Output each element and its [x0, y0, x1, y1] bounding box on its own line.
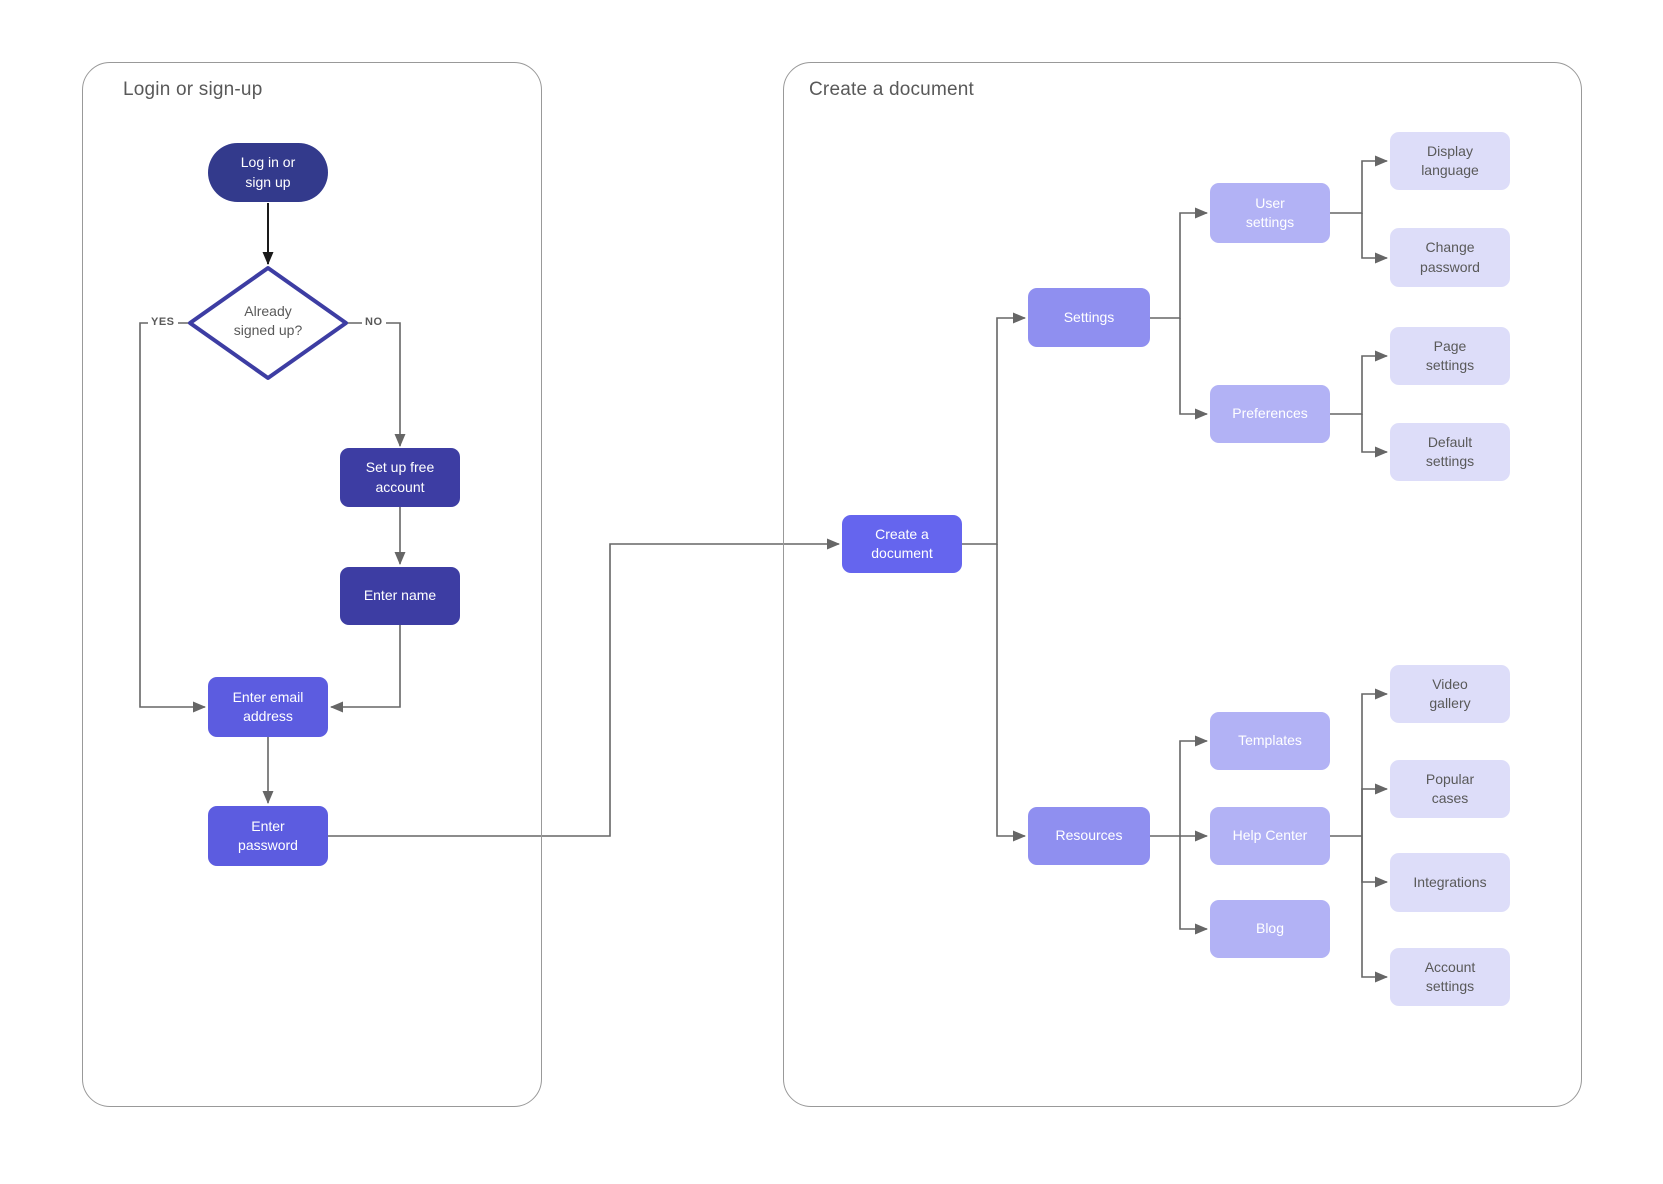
integrations-node: Integrations [1390, 853, 1510, 912]
connector-create-to-settings [962, 312, 1026, 545]
display-language-node: Display language [1390, 132, 1510, 190]
connector-settings-to-preferences [1179, 318, 1208, 420]
help-center-node: Help Center [1210, 807, 1330, 865]
connector-resources-to-blog [1179, 836, 1208, 935]
branch-label-no: NO [362, 316, 386, 328]
container-title: Create a document [809, 79, 974, 100]
account-settings-node: Account settings [1390, 948, 1510, 1006]
enter-name-node: Enter name [340, 567, 460, 625]
connector-help-center-to-account-settings [1361, 836, 1388, 983]
resources-node: Resources [1028, 807, 1150, 865]
templates-node: Templates [1210, 712, 1330, 770]
container-create-a-document: Create a document [783, 62, 1582, 1107]
decision-diamond [188, 266, 348, 380]
connector-resources-to-templates [1150, 735, 1208, 837]
set-up-free-account-node: Set up free account [340, 448, 460, 507]
container-title: Login or sign-up [123, 79, 263, 100]
create-a-document-node: Create a document [842, 515, 962, 573]
connector-help-center-to-popular-cases [1361, 783, 1388, 836]
connector-enter-name-to-email [330, 625, 401, 713]
branch-label-yes: YES [148, 316, 178, 328]
connector-user-settings-to-display-language [1330, 155, 1388, 214]
login-or-signup-terminator: Log in or sign up [208, 143, 328, 202]
settings-node: Settings [1028, 288, 1150, 347]
enter-email-address-node: Enter email address [208, 677, 328, 737]
connector-user-settings-to-change-password [1361, 213, 1388, 264]
enter-password-node: Enter password [208, 806, 328, 866]
page-settings-node: Page settings [1390, 327, 1510, 385]
default-settings-node: Default settings [1390, 423, 1510, 481]
video-gallery-node: Video gallery [1390, 665, 1510, 723]
connector-settings-to-user-settings [1150, 207, 1208, 319]
container-login-or-signup: Login or sign-up [82, 62, 542, 1107]
popular-cases-node: Popular cases [1390, 760, 1510, 818]
connector-preferences-to-page-settings [1330, 350, 1388, 415]
blog-node: Blog [1210, 900, 1330, 958]
connector-create-to-resources [996, 544, 1026, 842]
preferences-node: Preferences [1210, 385, 1330, 443]
connector-password-to-create [328, 538, 840, 837]
decision-label: Already signed up? [233, 303, 303, 339]
connector-preferences-to-default-settings [1361, 414, 1388, 458]
user-settings-node: User settings [1210, 183, 1330, 243]
change-password-node: Change password [1390, 228, 1510, 287]
